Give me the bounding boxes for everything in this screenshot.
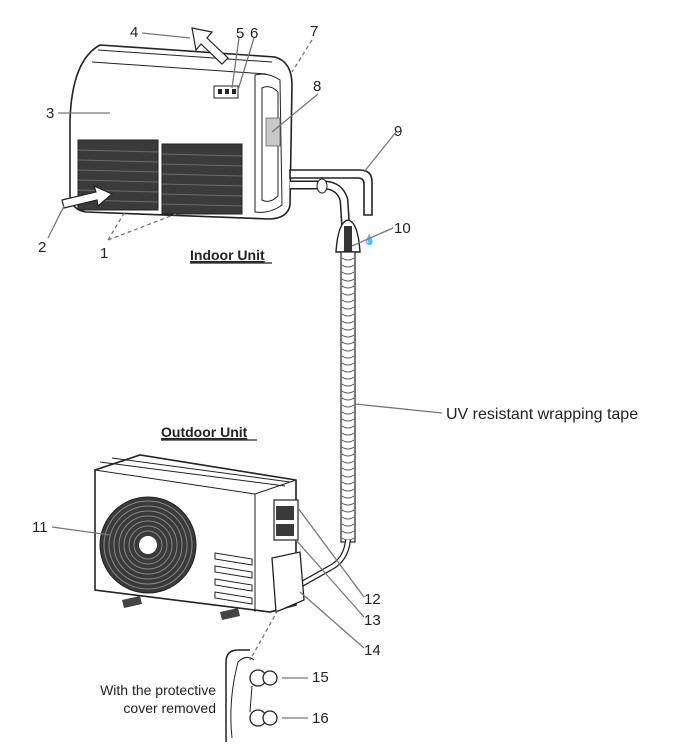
tape-wrap <box>341 313 355 317</box>
fan-guard-ring <box>113 510 183 580</box>
tape-wrap <box>341 306 355 310</box>
label-12: 12 <box>364 591 381 608</box>
refrigerant-piping: 💧 <box>289 169 375 588</box>
fan-guard-ring <box>123 520 173 570</box>
water-drop-icon: 💧 <box>363 233 375 246</box>
outdoor-unit <box>94 454 305 620</box>
fan-guard-ring <box>128 525 168 565</box>
label-8: 8 <box>313 78 321 95</box>
side-vents <box>214 552 253 605</box>
fan-guard <box>99 496 197 594</box>
tape-wrap <box>341 495 355 499</box>
wrapped-pipe <box>340 251 356 543</box>
label-6: 6 <box>250 25 258 42</box>
tape-wrap <box>341 334 355 338</box>
leader-lines <box>47 32 443 719</box>
label-10: 10 <box>394 220 411 237</box>
drain-pipe <box>289 169 373 216</box>
fan-guard-ring <box>103 500 193 590</box>
tape-wrap <box>341 474 355 478</box>
fan-guard-ring <box>108 505 188 585</box>
air-inlet-arrow <box>61 184 114 209</box>
label-4: 4 <box>130 24 138 41</box>
tape-wrap <box>341 397 355 401</box>
air-outlet-arrow <box>191 27 229 65</box>
tape-wrap <box>341 509 355 513</box>
valve-detail <box>225 649 278 742</box>
tape-wrap <box>341 453 355 457</box>
tape-wrap <box>341 383 355 387</box>
tape-wrap <box>341 502 355 506</box>
tape-wrap <box>341 278 355 282</box>
tape-wrap <box>341 523 355 527</box>
label-7: 7 <box>310 23 318 40</box>
tape-wrap <box>341 425 355 429</box>
label-11: 11 <box>32 519 48 536</box>
tape-wrap <box>341 355 355 359</box>
label-9: 9 <box>394 123 402 140</box>
tape-wrap <box>341 271 355 275</box>
tape-wrap <box>341 320 355 324</box>
indoor-unit-title: Indoor Unit <box>190 247 265 263</box>
air-inlet-grille <box>77 139 243 215</box>
tape-wrap <box>341 516 355 520</box>
label-2: 2 <box>38 239 46 256</box>
tape-wrap <box>341 446 355 450</box>
tape-wrap <box>341 264 355 268</box>
tape-wrap <box>341 432 355 436</box>
fan-guard-ring <box>133 530 163 560</box>
tape-wrap <box>341 530 355 534</box>
fan-guard-ring <box>118 515 178 575</box>
indoor-unit <box>61 27 293 220</box>
valve-cover <box>271 551 305 613</box>
tape-wrap <box>341 439 355 443</box>
tape-wrap <box>341 481 355 485</box>
uv-tape-label: UV resistant wrapping tape <box>446 406 638 423</box>
tape-wrap <box>341 348 355 352</box>
tape-wrap <box>341 411 355 415</box>
valve-caption-line1: With the protective <box>100 682 216 698</box>
valve-caption-line2: cover removed <box>123 700 216 716</box>
tape-wrap <box>341 418 355 422</box>
tape-wrap <box>341 285 355 289</box>
tape-wrap <box>341 341 355 345</box>
label-14: 14 <box>364 642 381 659</box>
label-3: 3 <box>46 105 54 122</box>
label-16: 16 <box>312 710 329 727</box>
tape-wrap <box>341 488 355 492</box>
label-1: 1 <box>100 245 108 262</box>
outdoor-unit-title: Outdoor Unit <box>161 424 248 440</box>
tape-wrap <box>341 362 355 366</box>
tape-wrap <box>341 257 355 261</box>
tape-wrap <box>341 390 355 394</box>
tape-wrap <box>341 376 355 380</box>
tape-wrap <box>341 327 355 331</box>
tape-wrap <box>341 292 355 296</box>
side-panel <box>254 73 283 213</box>
label-5: 5 <box>236 25 244 42</box>
label-13: 13 <box>364 612 381 629</box>
tape-wrap <box>341 467 355 471</box>
tape-wrap <box>341 460 355 464</box>
tape-wrap <box>341 404 355 408</box>
tape-wrap <box>341 369 355 373</box>
label-15: 15 <box>312 669 329 686</box>
tape-wrap <box>341 299 355 303</box>
